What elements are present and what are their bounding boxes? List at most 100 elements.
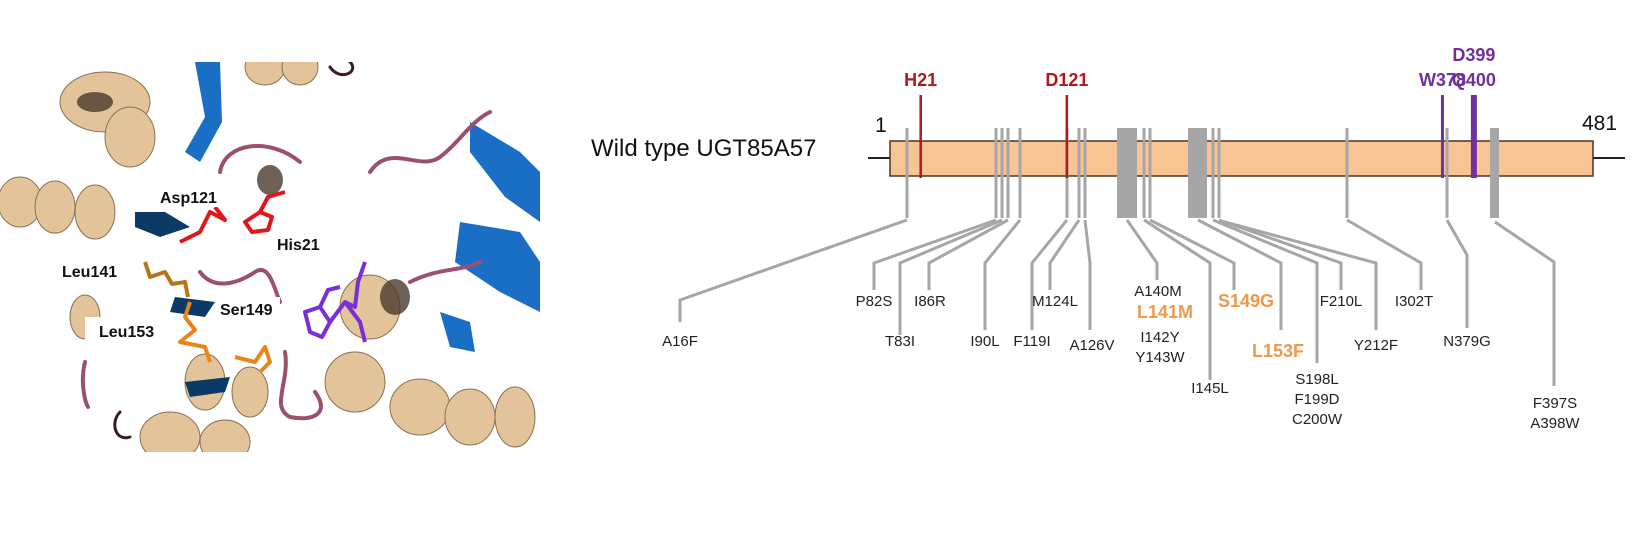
mutation-label-line: P82S <box>856 293 893 310</box>
start-position-label: 1 <box>875 114 887 137</box>
mutation-region-block <box>1117 128 1137 218</box>
mutation-label: S198L F199D C200W <box>1292 371 1343 428</box>
leader-line <box>983 219 1022 330</box>
mutation-label-line: F397S <box>1533 395 1577 412</box>
mutation-label: I302T <box>1395 293 1433 310</box>
loop <box>279 350 323 421</box>
mutation-label: I86R <box>914 293 946 310</box>
label-asp121: Asp121 <box>160 190 217 207</box>
helix <box>281 62 319 86</box>
mutation-label-line: I145L <box>1191 380 1229 397</box>
label-his21: His21 <box>277 237 320 254</box>
beta-sheet <box>185 62 222 162</box>
construct-title: Wild type UGT85A57 <box>591 135 816 162</box>
leader-line <box>1212 218 1319 363</box>
leader-line <box>1149 218 1236 290</box>
asp121-stick <box>179 205 227 244</box>
beta-sheet <box>470 122 540 222</box>
label-bg <box>215 297 280 322</box>
loop <box>408 260 482 284</box>
ser149-stick <box>234 345 272 374</box>
binding-site-label-line: D399 <box>1452 45 1495 65</box>
protein-structure-image: Asp121 His21 Leu141 Ser149 Leu153 <box>0 62 540 452</box>
helix <box>139 411 201 452</box>
mutation-ticks <box>905 128 1499 218</box>
helix <box>231 366 269 418</box>
leader-line <box>1197 218 1283 330</box>
mutation-label-line: M124L <box>1032 293 1078 310</box>
helix-shadow <box>77 92 113 112</box>
cartoon-background <box>0 62 540 452</box>
mutation-label-line: F199D <box>1294 391 1339 408</box>
leader-line <box>1494 220 1556 386</box>
helix <box>199 419 251 452</box>
mutation-label: M124L <box>1032 293 1078 310</box>
catalytic-site-label: H21 <box>904 70 937 90</box>
helix <box>494 386 536 448</box>
mutation-label-line: L153F <box>1252 341 1304 361</box>
label-bg <box>58 257 138 285</box>
label-ser149: Ser149 <box>220 302 273 319</box>
leader-line <box>1445 219 1469 328</box>
mutation-label-line: S149G <box>1218 291 1274 311</box>
mutation-label-line: I90L <box>970 333 999 350</box>
mutation-label-line: C200W <box>1292 411 1343 428</box>
mutation-label: F210L <box>1320 293 1363 310</box>
mutation-label: I90L <box>970 333 999 350</box>
mutation-label-line: I142Y <box>1140 329 1179 346</box>
mutation-label-line: F210L <box>1320 293 1363 310</box>
loop <box>218 144 302 174</box>
beta-sheet-dark <box>135 212 190 237</box>
mutation-region-block <box>1188 128 1207 218</box>
mutated-residue-sticks <box>143 261 272 374</box>
leader-line <box>1224 220 1378 330</box>
loop <box>198 268 282 304</box>
mutation-label-line: A16F <box>662 333 698 350</box>
leader-line <box>872 218 997 290</box>
leader-line <box>898 218 1003 335</box>
ligand-stick <box>303 261 367 343</box>
mutation-label: I142Y Y143W <box>1135 329 1185 366</box>
leader-line <box>1346 218 1423 290</box>
mutation-label-line: I302T <box>1395 293 1433 310</box>
leader-line <box>1125 219 1159 280</box>
mutation-label-line: I86R <box>914 293 946 310</box>
mutation-label-line: Y143W <box>1135 349 1185 366</box>
end-position-label: 481 <box>1582 112 1617 135</box>
helix <box>104 106 156 168</box>
leader-line <box>678 218 908 322</box>
loop-dark <box>113 410 132 440</box>
mutation-label-line: N379G <box>1443 333 1491 350</box>
leu153-stick <box>178 301 212 363</box>
catalytic-residue-sticks <box>179 190 286 244</box>
label-leu153: Leu153 <box>99 324 154 341</box>
label-leu141: Leu141 <box>62 264 117 281</box>
ligand-sticks <box>303 261 367 343</box>
binding-site-label: W378 <box>1419 70 1466 90</box>
mutation-label: N379G <box>1443 333 1491 350</box>
beta-sheet <box>455 222 540 312</box>
mutation-label: A126V <box>1069 337 1114 354</box>
beta-sheet-dark <box>170 297 215 317</box>
binding-site-label-line: W378 <box>1419 70 1466 90</box>
mutation-label-line: S198L <box>1295 371 1338 388</box>
mutation-label: F119I <box>1013 333 1050 350</box>
mutation-label-line: A398W <box>1530 415 1580 432</box>
leader-line <box>1143 218 1212 380</box>
mutation-leader-lines <box>678 218 1556 386</box>
mutation-region-block <box>1490 128 1499 218</box>
mutation-label: A16F <box>662 333 698 350</box>
mutation-label-line: A140M <box>1134 283 1182 300</box>
mutation-label: L141M <box>1137 302 1193 322</box>
mutation-label: A140M <box>1134 283 1182 300</box>
loop-dark <box>328 62 354 77</box>
helix <box>324 351 386 413</box>
mutation-label: S149G <box>1218 291 1274 311</box>
mutation-label: I145L <box>1191 380 1229 397</box>
mutation-label: Y212F <box>1354 337 1398 354</box>
leader-line <box>1030 219 1069 330</box>
mutation-label-line: F119I <box>1013 333 1050 350</box>
